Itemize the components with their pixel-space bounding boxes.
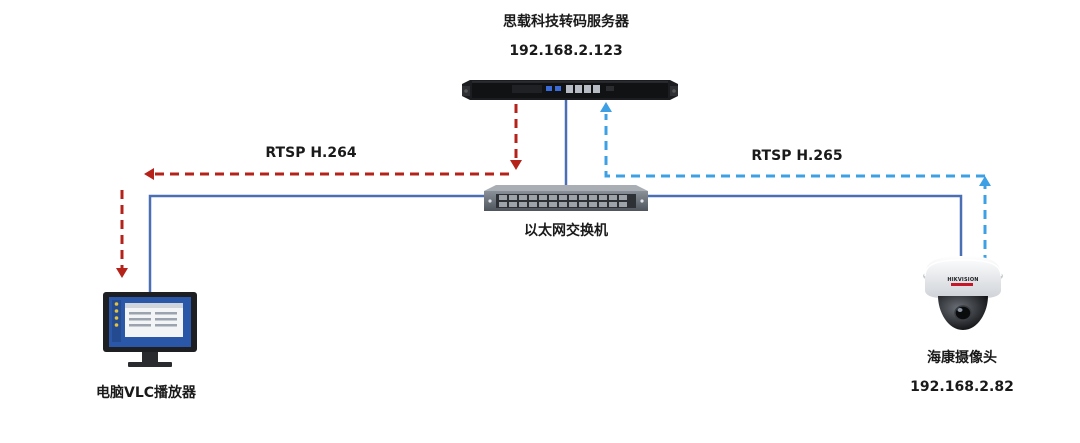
server-ip-label: 192.168.2.123 <box>509 43 623 59</box>
camera-brand-logo: HIKVISION <box>947 277 979 283</box>
player-name-label: 电脑VLC播放器 <box>95 385 197 401</box>
camera-ip-label: 192.168.2.82 <box>910 379 1014 395</box>
input-stream-arrowheads <box>600 102 991 186</box>
output-stream-arrowheads <box>116 160 522 278</box>
rack-server-icon <box>462 80 678 100</box>
link-switch-to-player <box>148 194 484 298</box>
output-stream-label: RTSP H.264 <box>265 145 357 161</box>
input-stream-path <box>604 114 987 264</box>
output-stream-path <box>120 104 518 268</box>
network-links <box>148 100 963 298</box>
arrow-down-icon <box>116 268 128 278</box>
switch-name-label: 以太网交换机 <box>524 223 608 239</box>
input-stream-label: RTSP H.265 <box>751 148 843 164</box>
arrow-left-icon <box>144 168 154 180</box>
monitor-icon <box>103 292 197 367</box>
arrow-down-icon <box>510 160 522 170</box>
link-switch-to-camera <box>648 194 963 268</box>
server-name-label: 思载科技转码服务器 <box>503 14 629 30</box>
ethernet-switch-icon <box>484 185 648 211</box>
arrow-up-icon <box>600 102 612 112</box>
arrow-up-icon <box>979 176 991 186</box>
camera-name-label: 海康摄像头 <box>927 350 997 366</box>
dome-camera-icon <box>923 256 1003 330</box>
